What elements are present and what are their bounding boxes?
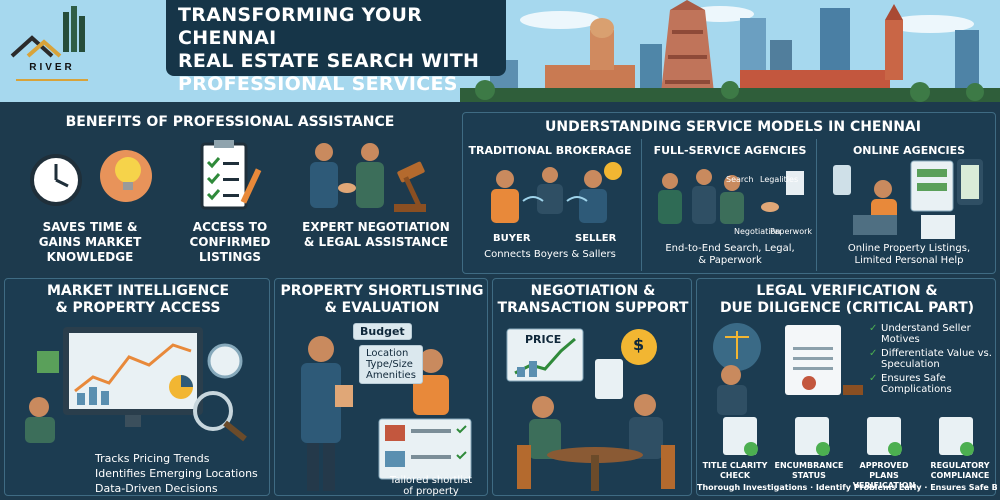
model-traditional-desc: Connects Boyers & Sallers — [484, 249, 616, 260]
buyer-label: BUYER — [493, 233, 531, 244]
legal-checklist: ✓ Understand Seller Motives ✓ Differenti… — [869, 323, 995, 395]
shortlisting-panel: PROPERTY SHORTLISTING & EVALUATION Budge… — [274, 278, 488, 497]
legal-title: LEGAL VERIFICATION & DUE DILIGENCE (CRIT… — [719, 283, 975, 316]
legal-footer: Thorough Investigations · Identify Probl… — [697, 483, 997, 492]
model-online-desc: Online Property Listings, Limited Person… — [847, 243, 971, 266]
checkmark-icon: ✓ — [869, 348, 878, 359]
negotiation-meeting-illustration — [506, 328, 675, 491]
market-title: MARKET INTELLIGENCE & PROPERTY ACCESS — [46, 283, 230, 316]
model-online-title: ONLINE AGENCIES — [852, 144, 966, 157]
price-chart-label: PRICE — [525, 333, 562, 346]
service-models-panel: UNDERSTANDING SERVICE MODELS IN CHENNAI … — [462, 112, 996, 274]
title-line-3: PROFESSIONAL SERVICES — [178, 73, 458, 95]
bullet-2: Identifies Emerging Locations — [95, 467, 258, 480]
doc-label-title: TITLE CLARITY CHECK — [702, 461, 768, 480]
criteria-bubble: Location Type/Size Amenities — [359, 345, 423, 384]
benefit-3-text: EXPERT NEGOTIATION & LEGAL ASSISTANCE — [302, 220, 450, 249]
buyer-seller-illustration — [491, 162, 622, 223]
doc-label-plans: APPROVED PLANS VERIFICATION — [852, 461, 916, 490]
agency-team-illustration — [658, 169, 804, 224]
document-icons-row — [723, 417, 974, 456]
online-listings-illustration — [833, 159, 983, 239]
bullet-3: Data-Driven Decisions — [95, 482, 218, 495]
header-banner: RIVER TRANSFORMING YOUR CHENNAI REAL EST… — [0, 0, 1000, 102]
model-full-service-card: FULL-SERVICE AGENCIES Search Legalities … — [641, 139, 817, 271]
label-paperwork: Paperwork — [770, 227, 813, 236]
benefit-1-text: SAVES TIME & GAINS MARKET KNOWLEDGE — [38, 220, 142, 264]
model-traditional-card: TRADITIONAL BROKERAGE BUYER SELLER Conne… — [467, 139, 633, 271]
river-logo — [10, 6, 88, 81]
dollar-icon: $ — [633, 335, 645, 354]
plans-doc-icon — [867, 417, 902, 456]
analytics-dashboard-illustration — [25, 327, 247, 443]
legal-verification-panel: LEGAL VERIFICATION & DUE DILIGENCE (CRIT… — [696, 278, 997, 496]
regulatory-doc-icon — [939, 417, 974, 456]
check-item-3: ✓ Ensures Safe Complications — [869, 373, 952, 395]
label-negotiation: Negotiation — [734, 227, 781, 236]
market-bullets: Tracks Pricing Trends Identifies Emergin… — [95, 451, 267, 496]
title-doc-icon — [723, 417, 758, 456]
negotiation-title: NEGOTIATION & TRANSACTION SUPPORT — [497, 283, 689, 316]
checkmark-icon: ✓ — [869, 373, 878, 384]
checkmark-icon: ✓ — [869, 323, 878, 334]
label-legalities: Legalities — [760, 175, 799, 184]
market-intelligence-panel: MARKET INTELLIGENCE & PROPERTY ACCESS Tr… — [4, 278, 270, 496]
model-full-service-title: FULL-SERVICE AGENCIES — [653, 144, 807, 157]
seller-label: SELLER — [575, 233, 617, 244]
page-title: TRANSFORMING YOUR CHENNAI REAL ESTATE SE… — [166, 0, 506, 95]
checklist-icon — [200, 140, 262, 210]
bullet-1: Tracks Pricing Trends — [95, 452, 210, 465]
clock-lightbulb-icon — [30, 150, 152, 206]
shortlist-caption: Tailored shortlist of property — [389, 475, 473, 497]
title-line-1: TRANSFORMING YOUR CHENNAI — [178, 4, 423, 49]
check-item-2: ✓ Differentiate Value vs. Speculation — [869, 348, 992, 370]
label-search: Search — [726, 175, 754, 184]
budget-bubble: Budget — [353, 323, 412, 340]
benefits-section: BENEFITS OF PROFESSIONAL ASSISTANCE SAVE… — [0, 104, 460, 274]
brand-name: RIVER — [29, 62, 75, 73]
check-item-1: ✓ Understand Seller Motives — [869, 323, 971, 345]
negotiation-panel: NEGOTIATION & TRANSACTION SUPPORT PRICE … — [492, 278, 692, 496]
doc-label-encumbrance: ENCUMBRANCE STATUS — [774, 461, 844, 480]
encumbrance-doc-icon — [795, 417, 830, 456]
benefits-title: BENEFITS OF PROFESSIONAL ASSISTANCE — [65, 114, 395, 130]
handshake-gavel-icon — [310, 143, 426, 212]
benefit-2-text: ACCESS TO CONFIRMED LISTINGS — [189, 220, 271, 264]
doc-label-regulatory: REGULATORY COMPLIANCE — [930, 461, 990, 480]
shortlist-title: PROPERTY SHORTLISTING & EVALUATION — [280, 283, 484, 316]
service-models-title: UNDERSTANDING SERVICE MODELS IN CHENNAI — [545, 119, 921, 135]
agent-client-illustration — [301, 336, 472, 491]
title-line-2: REAL ESTATE SEARCH WITH — [178, 50, 480, 72]
model-traditional-title: TRADITIONAL BROKERAGE — [468, 144, 632, 157]
model-full-service-desc: End-to-End Search, Legal, & Paperwork — [665, 243, 795, 266]
legal-review-illustration — [713, 323, 863, 415]
model-online-card: ONLINE AGENCIES Online Property Listings… — [825, 139, 993, 271]
